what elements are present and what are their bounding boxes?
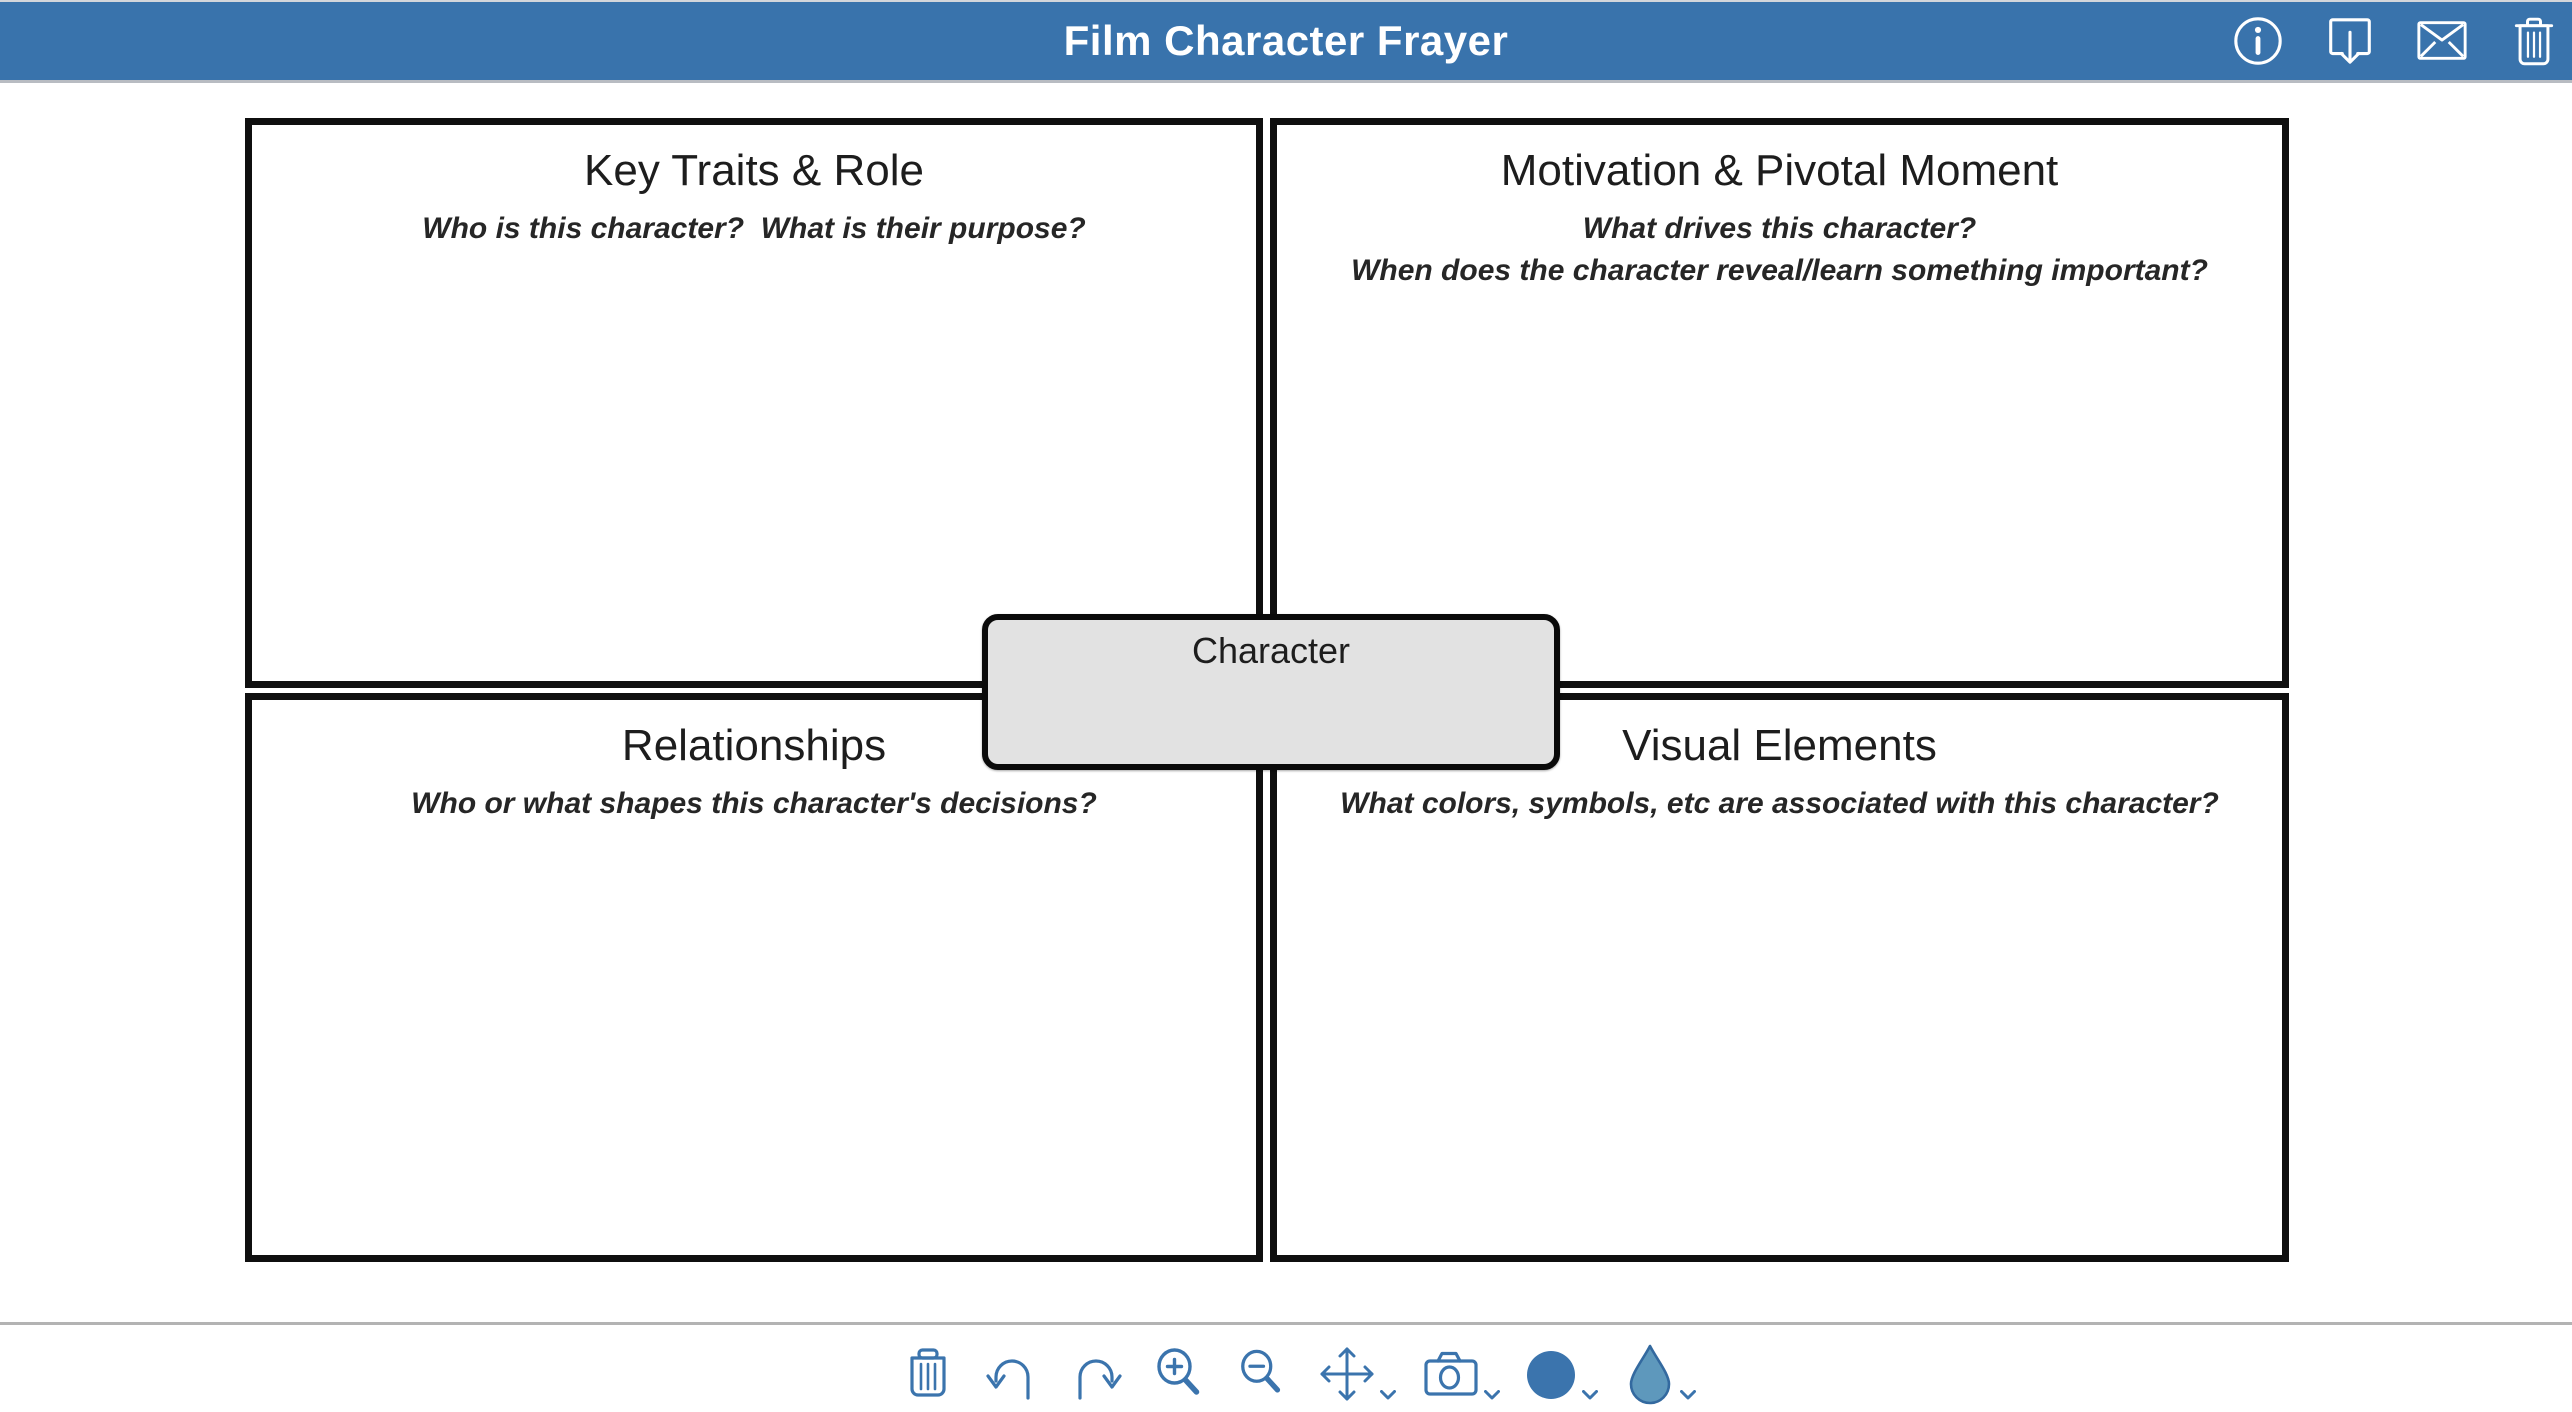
snapshot-button[interactable] [1422,1340,1500,1408]
download-icon [2323,14,2377,68]
quadrant-relationships[interactable]: Relationships Who or what shapes this ch… [245,693,1263,1262]
quadrant-title: Visual Elements [1622,721,1937,770]
zoom-out-button[interactable] [1236,1340,1290,1408]
chevron-down-icon [1680,1390,1696,1400]
redo-button[interactable] [1068,1340,1124,1408]
filled-circle-swatch-icon [1526,1346,1578,1402]
quadrant-visual-elements[interactable]: Visual Elements What colors, symbols, et… [1270,693,2289,1262]
email-button[interactable] [2414,11,2470,71]
quadrant-title: Relationships [621,721,887,770]
info-icon [2231,14,2285,68]
bottom-toolbar [900,1336,1696,1412]
quadrant-title: Motivation & Pivotal Moment [1500,146,2059,195]
info-button[interactable] [2230,11,2286,71]
undo-arrow-icon [984,1346,1040,1402]
clear-button[interactable] [900,1340,956,1408]
character-label: Character [1191,630,1351,671]
magnifier-minus-icon [1236,1346,1290,1402]
quadrant-subtitle: What colors, symbols, etc are associated… [1340,786,2219,820]
quadrant-motivation[interactable]: Motivation & Pivotal Moment What drives … [1270,118,2289,688]
chevron-down-icon [1380,1390,1396,1400]
toolbar-divider [0,1322,2572,1325]
quadrant-subtitle: Who is this character? What is their pur… [422,211,1086,245]
envelope-icon [2414,14,2470,68]
quadrant-subtitle: Who or what shapes this character's deci… [411,786,1097,820]
quadrant-title: Key Traits & Role [584,146,924,195]
fill-color-button[interactable] [1624,1340,1696,1408]
quadrant-subtitle: What drives this character? [1582,211,1977,245]
redo-arrow-icon [1068,1346,1124,1402]
zoom-in-button[interactable] [1152,1340,1208,1408]
pan-button[interactable] [1318,1340,1396,1408]
quadrant-subtitle: When does the character reveal/learn som… [1351,254,2208,288]
trash-icon [900,1345,956,1403]
stroke-color-button[interactable] [1526,1340,1598,1408]
quadrant-key-traits[interactable]: Key Traits & Role Who is this character?… [245,118,1263,688]
trash-icon [2508,13,2560,69]
move-arrows-icon [1318,1345,1376,1403]
camera-icon [1422,1346,1480,1402]
magnifier-plus-icon [1152,1346,1208,1402]
header-toolbar [2230,2,2562,80]
delete-board-button[interactable] [2506,11,2562,71]
chevron-down-icon [1582,1390,1598,1400]
chevron-down-icon [1484,1390,1500,1400]
page-title: Film Character Frayer [1063,17,1509,64]
character-box[interactable]: Character [982,614,1560,770]
droplet-icon [1624,1343,1676,1405]
app-header: Film Character Frayer [0,0,2572,83]
download-button[interactable] [2322,11,2378,71]
undo-button[interactable] [984,1340,1040,1408]
